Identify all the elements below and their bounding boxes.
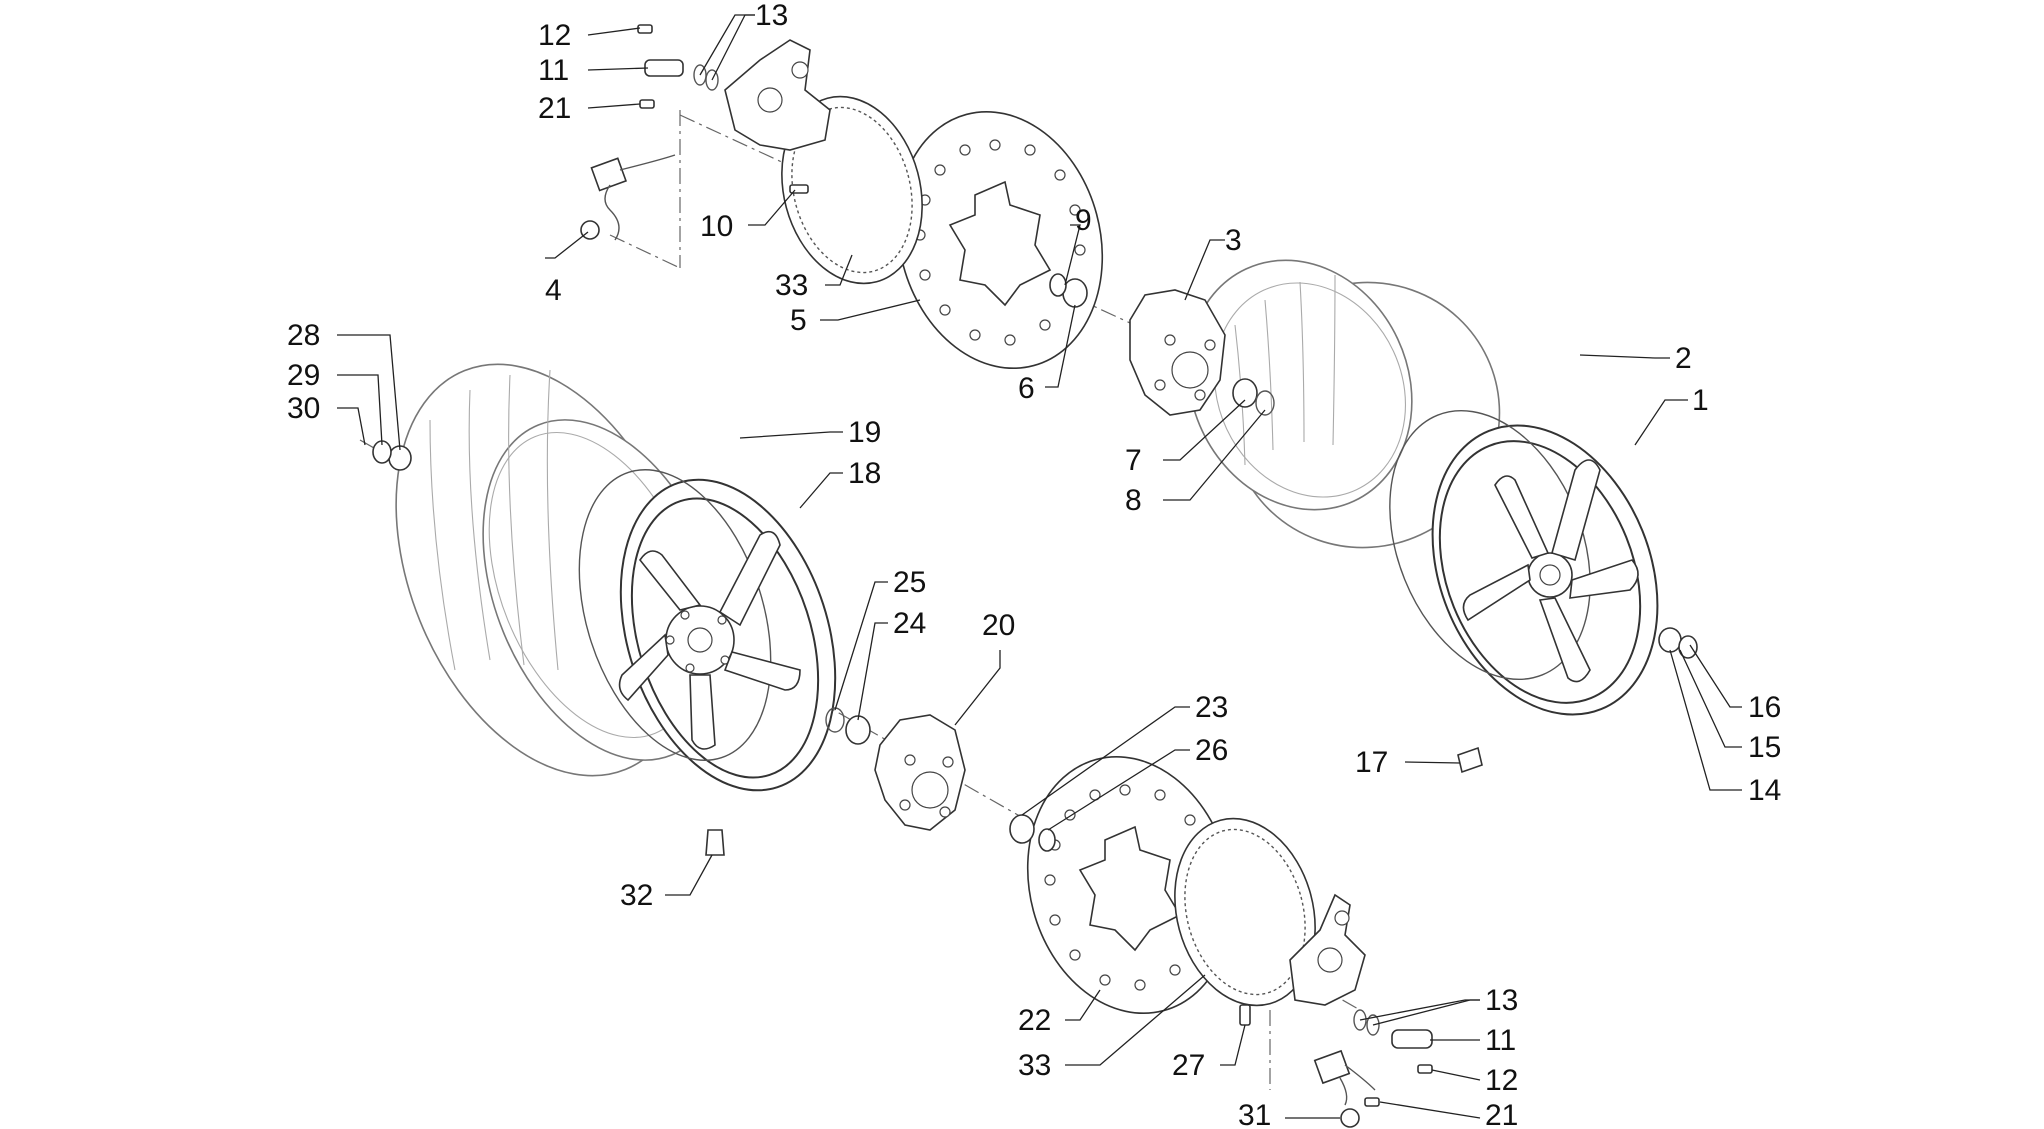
callout-13-upper: 13 — [755, 0, 788, 32]
callout-9: 9 — [1075, 204, 1092, 237]
callout-15: 15 — [1748, 731, 1781, 764]
callout-16: 16 — [1748, 691, 1781, 724]
callout-12-lower: 12 — [1485, 1064, 1518, 1097]
callout-3: 3 — [1225, 224, 1242, 257]
right-rim — [1389, 409, 1659, 716]
callout-32: 32 — [620, 879, 653, 912]
left-rim — [578, 469, 837, 792]
callout-13-lower: 13 — [1485, 984, 1518, 1017]
callout-31: 31 — [1238, 1099, 1271, 1129]
upper-abs-sensor — [580, 154, 676, 241]
lower-brake-disc — [1026, 755, 1234, 1015]
callout-33-lower: 33 — [1018, 1049, 1051, 1082]
callout-20: 20 — [982, 609, 1015, 642]
callout-23: 23 — [1195, 691, 1228, 724]
lower-tone-ring — [1174, 817, 1316, 1007]
callout-26: 26 — [1195, 734, 1228, 767]
callout-27: 27 — [1172, 1049, 1205, 1082]
callout-11-upper: 11 — [538, 54, 569, 87]
tire-valves — [705, 746, 1483, 856]
callout-5: 5 — [790, 304, 807, 337]
callout-1: 1 — [1692, 384, 1709, 417]
callout-7: 7 — [1125, 444, 1142, 477]
callout-4: 4 — [545, 274, 562, 307]
callout-11-lower: 11 — [1485, 1024, 1516, 1057]
lower-brake-caliper — [1289, 893, 1366, 1006]
callout-29: 29 — [287, 359, 320, 392]
callout-12-upper: 12 — [538, 19, 571, 52]
callout-19: 19 — [848, 416, 881, 449]
callout-24: 24 — [893, 607, 926, 640]
callout-22: 22 — [1018, 1004, 1051, 1037]
upper-hub — [1129, 289, 1226, 416]
upper-tone-ring — [781, 95, 923, 285]
callout-30: 30 — [287, 392, 320, 425]
callout-28: 28 — [287, 319, 320, 352]
callout-10: 10 — [700, 210, 733, 243]
upper-brake-disc — [896, 110, 1104, 370]
callout-25: 25 — [893, 566, 926, 599]
callout-8: 8 — [1125, 484, 1142, 517]
callout-6: 6 — [1018, 372, 1035, 405]
callout-21-upper: 21 — [538, 92, 571, 125]
upper-bolts — [637, 24, 809, 194]
callout-18: 18 — [848, 457, 881, 490]
right-tire — [1187, 259, 1501, 549]
lower-hub — [874, 714, 966, 831]
callout-17: 17 — [1355, 746, 1388, 779]
callout-2: 2 — [1675, 342, 1692, 375]
upper-sensor-axis-2 — [609, 234, 681, 269]
lower-abs-sensor — [1239, 1004, 1433, 1128]
upper-spacer-and-seals — [1049, 273, 1275, 416]
leader-lines — [337, 14, 1742, 1119]
callout-33-upper: 33 — [775, 269, 808, 302]
upper-brake-caliper — [724, 39, 831, 151]
callout-14: 14 — [1748, 774, 1781, 807]
callout-21-lower: 21 — [1485, 1099, 1518, 1129]
